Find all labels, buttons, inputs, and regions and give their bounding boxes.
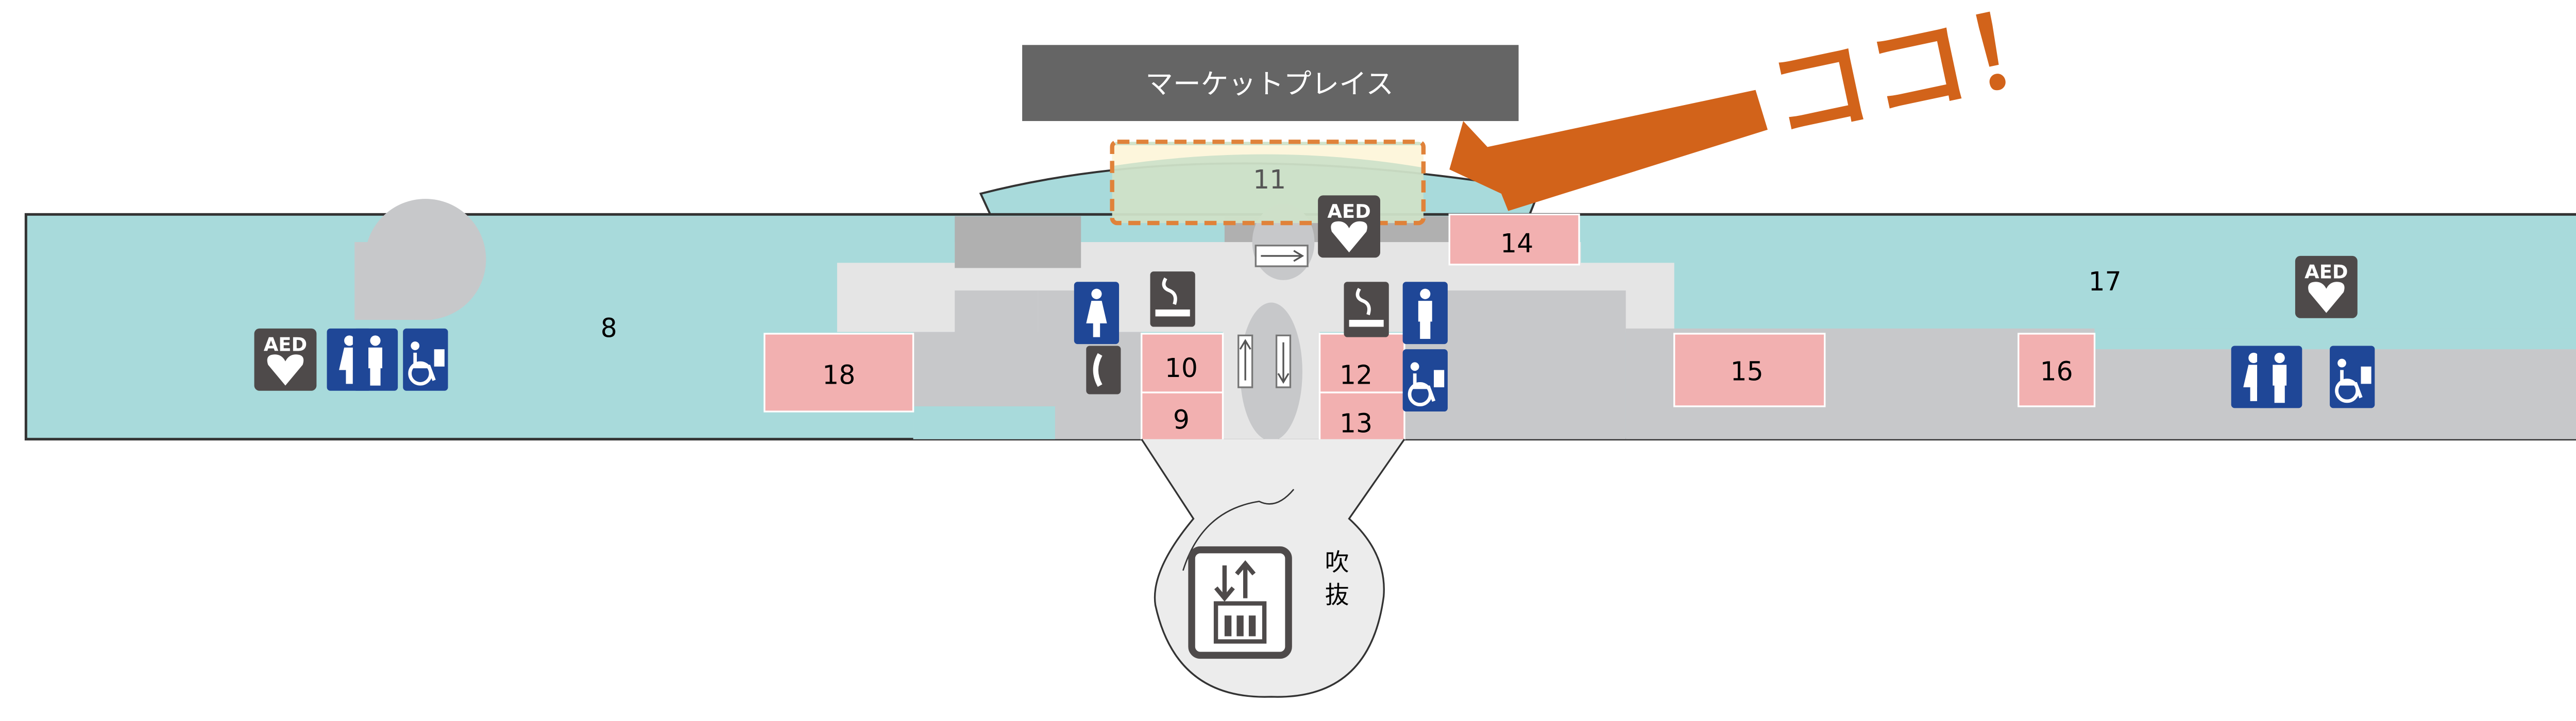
shop-16[interactable]: 16 [2018,333,2096,407]
accessible-restroom-icon [403,329,448,391]
teal-lower-left [913,406,1055,439]
womens-restroom-icon [1074,282,1120,345]
shop-10[interactable]: 10 [1141,333,1224,393]
left-round-room [365,199,486,320]
shop-label: 18 [822,359,855,390]
shop-12[interactable]: 12 [1318,333,1405,393]
aed-label: AED [1327,200,1370,222]
elevator-hall-inner-line [1182,489,1295,571]
callout-arrow-icon [1449,90,1768,211]
void-label-2: 抜 [1325,581,1349,610]
shop-14[interactable]: 14 [1448,213,1580,266]
shop-label: 13 [1340,408,1372,438]
back-room-left [955,216,1081,268]
direction-arrow-icon [1255,245,1309,267]
gray-block-left2 [955,290,1038,339]
aed-icon: AED [2295,255,2358,318]
elevator-icon [1188,546,1292,659]
shop-label: 9 [1173,405,1190,435]
aed-icon: AED [1318,195,1380,258]
smoking-area-icon [1150,271,1195,327]
shop-label: 14 [1500,228,1533,259]
shop-15[interactable]: 15 [1673,333,1826,407]
escalator-icon [1238,334,1292,388]
svg-text:マーケットプレイス: マーケットプレイス [1145,67,1394,100]
mens-restroom-icon [2257,346,2302,408]
marketplace-label: マーケットプレイス [1022,45,1519,122]
mens-restroom-icon [1402,282,1448,345]
callout-text: ココ！ [1759,0,2078,158]
shop-18[interactable]: 18 [764,333,914,413]
aed-label: AED [264,334,307,356]
smoking-area-icon [1344,282,1389,337]
zone-17-label: 17 [2089,266,2122,297]
zone-8-label: 8 [601,313,617,344]
void-label-1: 吹 [1325,548,1349,577]
zone-11-label: 11 [1253,164,1286,195]
shop-label: 16 [2040,356,2073,387]
shop-label: 15 [1731,356,1764,387]
accessible-restroom-icon [1403,349,1448,411]
accessible-restroom-icon [2330,346,2375,408]
shop-label: 10 [1165,353,1198,383]
shop-label: 12 [1340,359,1372,390]
mens-restroom-icon [352,328,398,391]
phone-icon [1086,346,1121,394]
aed-label: AED [2304,261,2348,283]
aed-icon: AED [254,328,317,391]
